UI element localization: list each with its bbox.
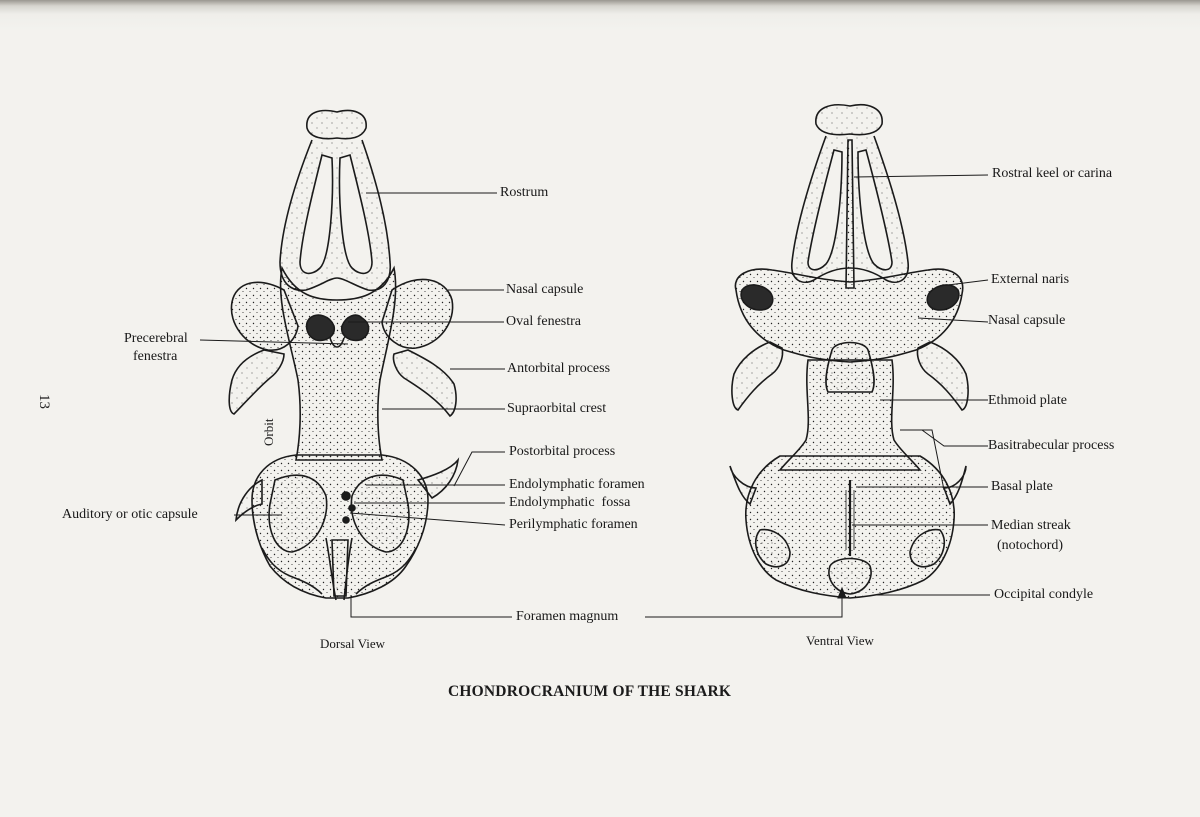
label-nasal-capsule: Nasal capsule (506, 282, 584, 297)
leader-external-naris (939, 279, 989, 287)
label-rostral-keel: Rostral keel or carina (992, 166, 1113, 181)
leader-rostral-keel (853, 174, 989, 178)
label-postorbital-process: Postorbital process (509, 444, 616, 459)
label-occipital-condyle: Occipital condyle (994, 587, 1094, 602)
caption-ventral-view: Ventral View (806, 633, 874, 648)
label-nasal-capsule-ventral: Nasal capsule (988, 313, 1066, 328)
label-antorbital-process: Antorbital process (507, 361, 611, 376)
leader-foramen-magnum-right (645, 595, 843, 618)
page-number: 13 (36, 394, 52, 409)
label-ethmoid-plate: Ethmoid plate (988, 393, 1067, 408)
label-foramen-magnum: Foramen magnum (516, 609, 619, 624)
leader-precerebral-fenestra (199, 339, 349, 345)
label-orbit: Orbit (261, 418, 276, 446)
figure-title: CHONDROCRANIUM OF THE SHARK (448, 683, 732, 700)
leader-basitrabecular-b (921, 429, 988, 447)
label-notochord: (notochord) (997, 538, 1064, 553)
label-endolymphatic-foramen: Endolymphatic foramen (509, 477, 645, 492)
label-rostrum: Rostrum (500, 185, 549, 200)
arrow-foramen-magnum (837, 586, 847, 599)
ventral-skull-drawing (729, 104, 969, 599)
dorsal-skull-drawing (228, 109, 460, 601)
leader-nasal-capsule-ventral (917, 317, 989, 323)
leader-foramen-magnum-left (350, 595, 512, 618)
label-basal-plate: Basal plate (991, 479, 1053, 494)
caption-dorsal-view: Dorsal View (320, 636, 386, 651)
label-perilymphatic-foramen: Perilymphatic foramen (509, 517, 638, 532)
label-oval-fenestra: Oval fenestra (506, 314, 582, 329)
label-external-naris: External naris (991, 272, 1070, 287)
label-median-streak: Median streak (991, 518, 1071, 533)
label-endolymphatic-fossa: Endolymphatic fossa (509, 495, 631, 510)
label-supraorbital-crest: Supraorbital crest (507, 401, 607, 416)
leader-basitrabecular-a (900, 429, 945, 491)
leader-lines (199, 174, 990, 618)
leader-perilymphatic-foramen (349, 512, 506, 526)
label-basitrabecular-process: Basitrabecular process (988, 438, 1115, 453)
label-auditory-capsule: Auditory or otic capsule (62, 507, 198, 522)
label-precerebral: Precerebral (124, 331, 188, 346)
label-fenestra: fenestra (133, 349, 178, 364)
leader-postorbital (453, 451, 505, 487)
